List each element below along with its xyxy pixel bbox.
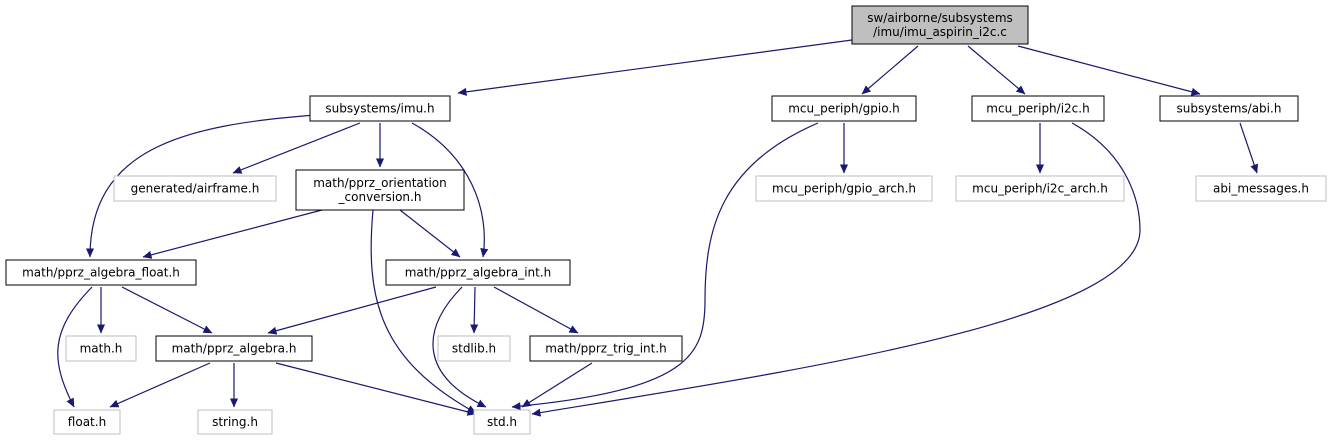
node-alg[interactable]: math/pprz_algebra.h bbox=[155, 335, 313, 362]
node-label: float.h bbox=[68, 415, 106, 429]
node-label: subsystems/abi.h bbox=[1177, 102, 1282, 116]
node-box bbox=[437, 335, 511, 362]
node-box bbox=[295, 169, 465, 211]
node-stdlib[interactable]: stdlib.h bbox=[437, 335, 511, 362]
node-alg_int[interactable]: math/pprz_algebra_int.h bbox=[385, 259, 571, 286]
node-label: /imu/imu_aspirin_i2c.c bbox=[873, 25, 1007, 39]
node-box bbox=[473, 409, 531, 435]
edge-alg_int-to-trig bbox=[493, 286, 579, 334]
edge-alg_float-to-alg bbox=[121, 286, 213, 334]
node-abi[interactable]: subsystems/abi.h bbox=[1159, 95, 1299, 122]
node-label: mcu_periph/gpio.h bbox=[788, 102, 900, 116]
edge-alg-to-std bbox=[275, 362, 477, 416]
nodes: sw/airborne/subsystems/imu/imu_aspirin_i… bbox=[5, 5, 1327, 435]
node-box bbox=[1159, 95, 1299, 122]
node-box bbox=[309, 95, 451, 122]
edge-root-to-gpio bbox=[861, 45, 919, 95]
edge-imu-to-alg_int bbox=[411, 122, 489, 258]
edge-abi-to-abi_msgs bbox=[1239, 122, 1259, 174]
node-airframe[interactable]: generated/airframe.h bbox=[113, 175, 277, 202]
node-orient[interactable]: math/pprz_orientation_conversion.h bbox=[295, 169, 465, 211]
edge-orient-to-alg_int bbox=[399, 209, 461, 258]
node-i2c_arch[interactable]: mcu_periph/i2c_arch.h bbox=[955, 175, 1125, 202]
node-box bbox=[971, 95, 1105, 122]
node-label: subsystems/imu.h bbox=[325, 102, 434, 116]
node-box bbox=[851, 5, 1029, 45]
node-float[interactable]: float.h bbox=[53, 409, 121, 435]
node-math[interactable]: math.h bbox=[65, 335, 137, 362]
node-box bbox=[385, 259, 571, 286]
node-box bbox=[113, 175, 277, 202]
node-label: math/pprz_algebra_int.h bbox=[405, 266, 552, 280]
edge-alg_float-to-float bbox=[57, 286, 93, 408]
node-trig[interactable]: math/pprz_trig_int.h bbox=[529, 335, 683, 362]
node-box bbox=[5, 259, 197, 286]
node-string[interactable]: string.h bbox=[197, 409, 273, 435]
node-std[interactable]: std.h bbox=[473, 409, 531, 435]
edge-orient-to-std bbox=[370, 209, 477, 414]
edges bbox=[57, 39, 1259, 417]
node-label: abi_messages.h bbox=[1213, 182, 1309, 196]
node-label: string.h bbox=[212, 415, 258, 429]
edge-imu-to-airframe bbox=[232, 122, 361, 174]
node-i2c[interactable]: mcu_periph/i2c.h bbox=[971, 95, 1105, 122]
node-label: stdlib.h bbox=[452, 342, 496, 356]
edge-i2c-to-std bbox=[531, 122, 1141, 417]
edge-alg_int-to-std bbox=[432, 286, 487, 408]
node-label: sw/airborne/subsystems bbox=[867, 11, 1013, 25]
node-box bbox=[155, 335, 313, 362]
node-imu[interactable]: subsystems/imu.h bbox=[309, 95, 451, 122]
node-box bbox=[955, 175, 1125, 202]
node-abi_msgs[interactable]: abi_messages.h bbox=[1195, 175, 1327, 202]
edge-alg-to-float bbox=[109, 362, 211, 408]
node-label: mcu_periph/i2c.h bbox=[986, 102, 1089, 116]
node-box bbox=[771, 95, 917, 122]
node-label: mcu_periph/i2c_arch.h bbox=[972, 182, 1108, 196]
edge-trig-to-std bbox=[521, 362, 593, 408]
node-label: std.h bbox=[487, 415, 517, 429]
edge-root-to-i2c bbox=[967, 45, 1026, 95]
edge-root-to-imu bbox=[457, 39, 853, 96]
node-label: math.h bbox=[80, 342, 123, 356]
node-root[interactable]: sw/airborne/subsystems/imu/imu_aspirin_i… bbox=[851, 5, 1029, 45]
node-label: math/pprz_algebra_float.h bbox=[22, 266, 180, 280]
node-label: math/pprz_algebra.h bbox=[172, 342, 297, 356]
node-box bbox=[1195, 175, 1327, 202]
node-alg_float[interactable]: math/pprz_algebra_float.h bbox=[5, 259, 197, 286]
edge-gpio-to-std bbox=[511, 122, 819, 411]
node-label: math/pprz_trig_int.h bbox=[545, 342, 667, 356]
edge-imu-to-alg_float bbox=[85, 114, 317, 258]
node-gpio_arch[interactable]: mcu_periph/gpio_arch.h bbox=[755, 175, 933, 202]
edge-alg_int-to-stdlib bbox=[470, 286, 479, 334]
node-box bbox=[65, 335, 137, 362]
node-label: mcu_periph/gpio_arch.h bbox=[772, 182, 916, 196]
node-box bbox=[755, 175, 933, 202]
node-label: generated/airframe.h bbox=[131, 182, 260, 196]
node-label: math/pprz_orientation bbox=[313, 176, 447, 190]
node-label: _conversion.h bbox=[338, 190, 422, 204]
node-box bbox=[197, 409, 273, 435]
edge-root-to-abi bbox=[1017, 45, 1201, 96]
node-gpio[interactable]: mcu_periph/gpio.h bbox=[771, 95, 917, 122]
node-box bbox=[529, 335, 683, 362]
edge-alg_int-to-alg bbox=[267, 286, 437, 335]
node-box bbox=[53, 409, 121, 435]
edge-orient-to-alg_float bbox=[142, 209, 323, 259]
